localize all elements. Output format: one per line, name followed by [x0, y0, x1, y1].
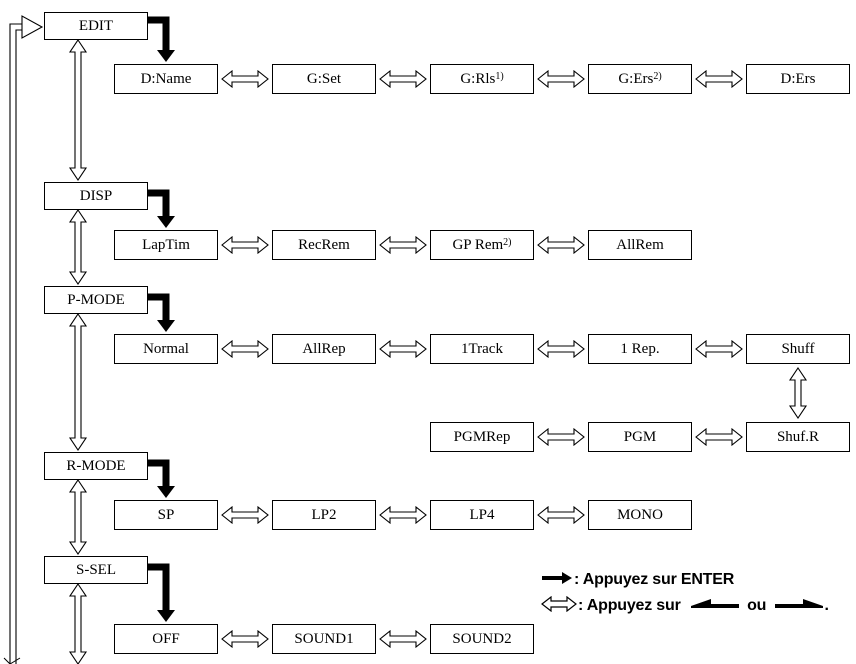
double-arrow-connector	[537, 427, 585, 447]
double-arrow-connector	[537, 505, 585, 525]
legend-move-text: : Appuyez sur	[578, 597, 681, 614]
double-arrow-connector	[695, 427, 743, 447]
option-box: D:Ers	[746, 64, 850, 94]
double-arrow-connector	[379, 505, 427, 525]
enter-arrow-connector	[148, 563, 175, 622]
menu-box-s-sel: S-SEL	[44, 556, 148, 584]
double-arrow-connector	[695, 339, 743, 359]
enter-arrow-connector	[148, 16, 175, 62]
legend-enter-text: : Appuyez sur ENTER	[574, 571, 735, 588]
option-box: Shuf.R	[746, 422, 850, 452]
option-box: LP2	[272, 500, 376, 530]
double-arrow-connector	[221, 339, 269, 359]
double-arrow-connector	[537, 339, 585, 359]
enter-arrow-connector	[148, 293, 175, 332]
option-box: D:Name	[114, 64, 218, 94]
option-box: MONO	[588, 500, 692, 530]
double-arrow-connector	[68, 313, 88, 451]
double-arrow-connector	[221, 629, 269, 649]
enter-arrow-icon	[542, 572, 572, 584]
menu-box-edit: EDIT	[44, 12, 148, 40]
option-box: SOUND1	[272, 624, 376, 654]
loop-line-inner	[15, 29, 22, 664]
double-arrow-connector	[68, 39, 88, 181]
enter-arrow-connector	[148, 189, 175, 228]
double-arrow-icon	[541, 595, 577, 613]
double-arrow-connector	[379, 629, 427, 649]
right-arrow-icon	[774, 599, 823, 608]
option-box: AllRem	[588, 230, 692, 260]
option-box: LapTim	[114, 230, 218, 260]
option-box: PGMRep	[430, 422, 534, 452]
double-arrow-connector	[379, 235, 427, 255]
option-box: 1 Rep.	[588, 334, 692, 364]
option-box: RecRem	[272, 230, 376, 260]
double-arrow-connector	[695, 69, 743, 89]
double-arrow-connector	[68, 209, 88, 285]
option-box: SOUND2	[430, 624, 534, 654]
option-box: G:Set	[272, 64, 376, 94]
menu-box-r-mode: R-MODE	[44, 452, 148, 480]
loop-tail	[3, 657, 21, 664]
legend-enter: : Appuyez sur ENTER	[540, 571, 734, 589]
menu-box-p-mode: P-MODE	[44, 286, 148, 314]
enter-arrow-connector	[148, 459, 175, 498]
double-arrow-connector	[221, 505, 269, 525]
loop-arrowhead	[21, 15, 44, 39]
option-box: OFF	[114, 624, 218, 654]
menu-box-disp: DISP	[44, 182, 148, 210]
loop-line-outer	[9, 23, 22, 664]
double-arrow-connector	[537, 69, 585, 89]
double-arrow-connector	[537, 235, 585, 255]
option-box: SP	[114, 500, 218, 530]
option-box: 1Track	[430, 334, 534, 364]
double-arrow-connector	[379, 69, 427, 89]
double-arrow-connector	[221, 69, 269, 89]
legend-or-text: ou	[747, 597, 767, 614]
option-box: Shuff	[746, 334, 850, 364]
double-arrow-connector	[221, 235, 269, 255]
option-box: LP4	[430, 500, 534, 530]
option-box: Normal	[114, 334, 218, 364]
option-box: AllRep	[272, 334, 376, 364]
legend-end-text: .	[824, 597, 829, 614]
left-arrow-icon	[690, 599, 739, 608]
option-box: PGM	[588, 422, 692, 452]
double-arrow-connector	[379, 339, 427, 359]
double-arrow-connector	[68, 583, 88, 664]
double-arrow-connector	[788, 367, 808, 419]
double-arrow-connector	[68, 479, 88, 555]
legend-move: : Appuyez sur ou .	[540, 595, 829, 615]
